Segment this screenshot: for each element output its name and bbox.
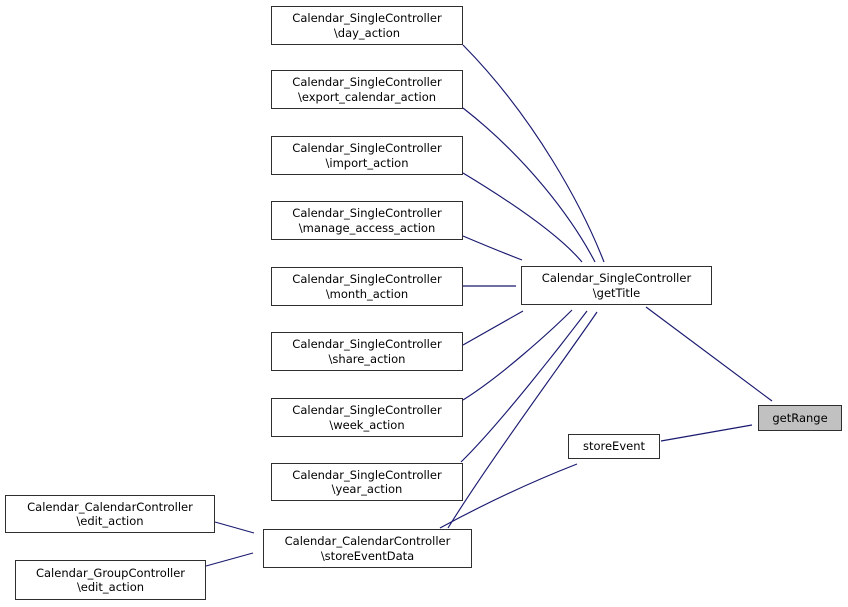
node-get-title[interactable]: Calendar_SingleController\getTitle <box>521 266 712 305</box>
edge-export-calendar-action-to-get-title <box>462 107 596 263</box>
node-label: Calendar_SingleController <box>292 141 442 155</box>
node-label: \storeEventData <box>320 548 415 563</box>
node-label: Calendar_GroupController <box>35 565 186 580</box>
node-calendar-edit-action[interactable]: Calendar_CalendarController\edit_action <box>5 495 215 533</box>
edge-day-action-to-get-title <box>462 44 605 263</box>
node-week-action[interactable]: Calendar_SingleController\week_action <box>271 398 463 437</box>
node-group-edit-action[interactable]: Calendar_GroupController\edit_action <box>15 560 206 600</box>
edge-store-event-data-to-get-title <box>447 311 598 529</box>
node-label: \edit_action <box>76 514 144 528</box>
node-label: storeEvent <box>582 439 646 454</box>
node-store-event-data[interactable]: Calendar_CalendarController\storeEventDa… <box>263 529 472 568</box>
node-label: getRange <box>772 410 828 425</box>
node-label: Calendar_SingleController <box>292 403 442 417</box>
edge-week-action-to-get-title <box>462 309 573 401</box>
node-label: \manage_access_action <box>298 220 436 235</box>
node-label: \month_action <box>325 286 409 301</box>
node-label: \day_action <box>333 25 401 40</box>
node-label: \week_action <box>329 417 405 432</box>
node-label: Calendar_SingleController <box>292 272 442 286</box>
node-label: Calendar_SingleController <box>292 11 442 25</box>
edge-calendar-edit-action-to-store-event-data <box>214 521 255 534</box>
node-label: Calendar_SingleController <box>292 75 442 89</box>
node-label: \import_action <box>325 155 409 170</box>
edge-share-action-to-get-title <box>462 310 524 346</box>
node-manage-access-action[interactable]: Calendar_SingleController\manage_access_… <box>271 201 463 240</box>
edge-get-title-to-get-range <box>645 306 773 402</box>
edge-group-edit-action-to-store-event-data <box>205 552 254 567</box>
edge-year-action-to-get-title <box>460 310 588 463</box>
node-label: Calendar_SingleController <box>541 271 692 285</box>
node-import-action[interactable]: Calendar_SingleController\import_action <box>271 136 463 175</box>
node-store-event[interactable]: storeEvent <box>568 434 660 459</box>
node-export-calendar-action[interactable]: Calendar_SingleController\export_calenda… <box>271 70 463 109</box>
node-label: \getTitle <box>592 285 641 300</box>
node-year-action[interactable]: Calendar_SingleController\year_action <box>271 463 463 501</box>
node-month-action[interactable]: Calendar_SingleController\month_action <box>271 267 463 306</box>
node-label: Calendar_CalendarController <box>27 499 193 514</box>
node-label: \edit_action <box>76 580 145 594</box>
node-label: Calendar_SingleController <box>292 467 442 482</box>
node-label: Calendar_SingleController <box>292 206 442 220</box>
node-label: \year_action <box>331 482 403 496</box>
node-label: Calendar_CalendarController <box>284 534 451 548</box>
node-label: \export_calendar_action <box>297 89 437 104</box>
edge-store-event-data-to-store-event <box>439 463 578 529</box>
node-share-action[interactable]: Calendar_SingleController\share_action <box>271 332 463 371</box>
edge-store-event-to-get-range <box>660 424 753 442</box>
node-label: \share_action <box>328 351 406 366</box>
node-get-range: getRange <box>758 405 842 431</box>
node-day-action[interactable]: Calendar_SingleController\day_action <box>271 6 463 45</box>
edge-import-action-to-get-title <box>462 172 583 263</box>
node-label: Calendar_SingleController <box>292 337 442 351</box>
edge-manage-access-action-to-get-title <box>462 235 523 261</box>
